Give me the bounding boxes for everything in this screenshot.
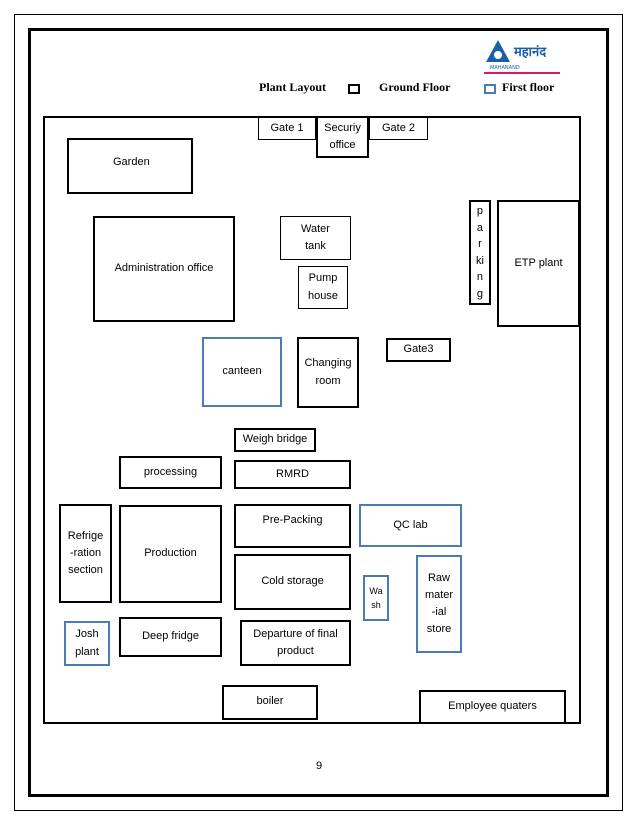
logo-wordmark: महानंद <box>513 44 547 60</box>
mahanand-logo: महानंद MAHANAND <box>484 38 560 74</box>
ground-floor-swatch <box>348 84 360 94</box>
departure-of-final-product: Departure of final product <box>240 620 351 666</box>
plant-layout-title: Plant Layout <box>259 80 327 94</box>
parking: p a r ki n g <box>469 200 491 305</box>
gate-2: Gate 2 <box>369 117 428 140</box>
water-tank: Water tank <box>280 216 351 260</box>
changing-room: Changing room <box>297 337 359 408</box>
deep-fridge: Deep fridge <box>119 617 222 657</box>
weigh-bridge: Weigh bridge <box>234 428 316 452</box>
josh-plant: Josh plant <box>64 621 110 666</box>
page-border-inner <box>28 28 609 797</box>
refrigeration-section: Refrige -ration section <box>59 504 112 603</box>
page-number: 9 <box>315 760 323 772</box>
garden: Garden <box>67 138 193 194</box>
raw-material-store: Raw mater -ial store <box>416 555 462 653</box>
gate-1: Gate 1 <box>258 117 316 140</box>
boiler: boiler <box>222 685 318 720</box>
employee-quarters: Employee quaters <box>419 690 566 724</box>
pre-packing: Pre-Packing <box>234 504 351 548</box>
gate-3: Gate3 <box>386 338 451 362</box>
pump-house: Pump house <box>298 266 348 309</box>
security-office: Securiy office <box>316 116 369 158</box>
wash-room: Wa sh <box>363 575 389 621</box>
first-floor-swatch <box>484 84 496 94</box>
processing: processing <box>119 456 222 489</box>
qc-lab: QC lab <box>359 504 462 547</box>
administration-office: Administration office <box>93 216 235 322</box>
ground-floor-label: Ground Floor <box>379 80 451 94</box>
cold-storage: Cold storage <box>234 554 351 610</box>
etp-plant: ETP plant <box>497 200 580 327</box>
production: Production <box>119 505 222 603</box>
page-border-outer <box>14 14 623 811</box>
first-floor-label: First floor <box>502 80 555 94</box>
canteen: canteen <box>202 337 282 407</box>
logo-subtext: MAHANAND <box>490 65 520 71</box>
rmrd: RMRD <box>234 460 351 489</box>
